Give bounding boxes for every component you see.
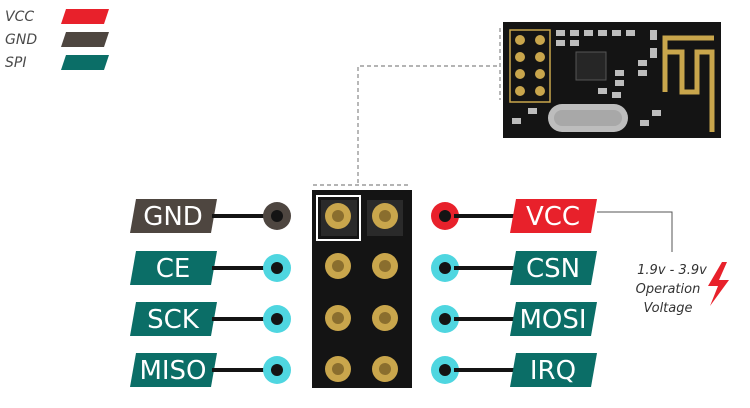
pin-label-bg-vcc	[510, 199, 597, 233]
pin-label-bg-sck	[130, 302, 217, 336]
pin-label-csn: CSN	[526, 254, 580, 284]
module-components	[512, 30, 661, 126]
pin-label-bg-irq	[510, 353, 597, 387]
pin-irq: IRQ	[431, 353, 597, 387]
legend-label-spi: SPI	[5, 55, 26, 71]
pin-label-vcc: VCC	[526, 202, 580, 232]
pin-label-miso: MISO	[139, 356, 206, 386]
pin-csn: CSN	[431, 251, 597, 285]
voltage-range-text: 1.9v - 3.9v	[637, 263, 707, 278]
legend-label-gnd: GND	[5, 32, 37, 48]
legend-item-vcc: VCC	[5, 9, 109, 25]
pin-header-pads	[321, 200, 403, 382]
module-header	[509, 29, 551, 103]
voltage-note-connector	[597, 211, 673, 252]
pin-label-ce: CE	[156, 254, 191, 284]
right-pins: VCC CSN MOSI IRQ	[431, 199, 597, 387]
legend-swatch-gnd	[61, 32, 109, 47]
lightning-bolt-icon	[708, 262, 729, 306]
legend-swatch-vcc	[61, 9, 109, 24]
pin-header	[312, 190, 412, 388]
callout-line-module	[357, 65, 500, 183]
pin-label-bg-ce	[130, 251, 217, 285]
pin-vcc: VCC	[431, 199, 597, 233]
pin-miso: MISO	[130, 353, 291, 387]
legend-item-gnd: GND	[5, 32, 109, 48]
pin-label-bg-csn	[510, 251, 597, 285]
legend-swatch-spi	[61, 55, 109, 70]
module-chip	[575, 51, 607, 81]
pin-label-irq: IRQ	[530, 356, 576, 386]
pin-label-bg-mosi	[510, 302, 597, 336]
pin-label-sck: SCK	[147, 305, 200, 335]
voltage-line2-text: Operation	[636, 282, 701, 297]
pin-ce: CE	[130, 251, 291, 285]
left-pins: GND CE SCK MISO	[130, 199, 291, 387]
legend: VCC GND SPI	[5, 9, 109, 71]
pin-gnd: GND	[130, 199, 291, 233]
pin-label-bg-gnd	[130, 199, 217, 233]
pin-label-gnd: GND	[143, 202, 203, 232]
nrf24l01-module	[503, 22, 721, 138]
pin-label-bg-miso	[130, 353, 217, 387]
pin-sck: SCK	[130, 302, 291, 336]
pin-mosi: MOSI	[431, 302, 597, 336]
legend-label-vcc: VCC	[5, 9, 34, 25]
voltage-note: 1.9v - 3.9v Operation Voltage	[597, 211, 729, 316]
pin-label-mosi: MOSI	[519, 305, 586, 335]
callout-lines	[313, 28, 501, 186]
voltage-line3-text: Voltage	[643, 301, 692, 316]
module-antenna	[662, 35, 715, 132]
legend-item-spi: SPI	[5, 55, 109, 71]
